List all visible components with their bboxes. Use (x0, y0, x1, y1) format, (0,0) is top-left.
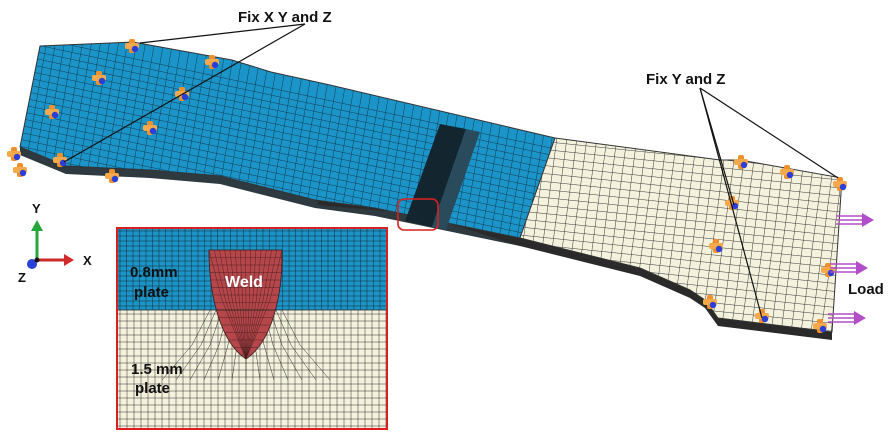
callouts (63, 23, 839, 319)
thick-plate-label-1: 1.5 mm (131, 361, 183, 378)
fixed-support-node (13, 153, 21, 161)
weld-seam (405, 124, 466, 227)
fixed-support-node (819, 325, 827, 333)
thick-plate-label-2: plate (135, 380, 170, 397)
fixed-support-node (709, 301, 717, 309)
load-label: Load (848, 281, 884, 298)
fix-xyz-label: Fix X Y and Z (238, 9, 332, 26)
thin-plate-label-1: 0.8mm (130, 264, 178, 281)
load-arrow-icon (830, 261, 868, 275)
axis-z-label: Z (18, 270, 26, 285)
fixed-support-node (761, 315, 769, 323)
fixed-support-node (839, 183, 847, 191)
fixed-support-node (111, 175, 119, 183)
fixed-support-node (211, 61, 219, 69)
fixed-support-node (51, 111, 59, 119)
fixed-support-node (19, 169, 27, 177)
thick-plate-mesh (519, 137, 843, 333)
load-arrows (828, 213, 874, 325)
fixed-support-node (181, 93, 189, 101)
fix-yz-label: Fix Y and Z (646, 71, 725, 88)
fixed-support-node (149, 127, 157, 135)
fixed-support-node (786, 171, 794, 179)
fixed-support-node (740, 161, 748, 169)
fixed-support-node (827, 269, 835, 277)
axis-y-label: Y (32, 201, 41, 216)
fixed-support-node (715, 245, 723, 253)
load-arrow-icon (828, 311, 866, 325)
thin-plate-label-2: plate (134, 284, 169, 301)
load-arrow-icon (836, 213, 874, 227)
fixed-support-node (131, 45, 139, 53)
thin-plate-edge (20, 147, 520, 246)
weld-detail-inset (116, 227, 388, 430)
axis-triad-icon (27, 220, 74, 269)
boundary-conditions (7, 39, 847, 333)
weld-seam-edge (432, 129, 480, 230)
fixed-support-node (98, 77, 106, 85)
axis-x-label: X (83, 253, 92, 268)
weld-detail-marker (397, 198, 439, 231)
weld-label: Weld (225, 274, 263, 291)
